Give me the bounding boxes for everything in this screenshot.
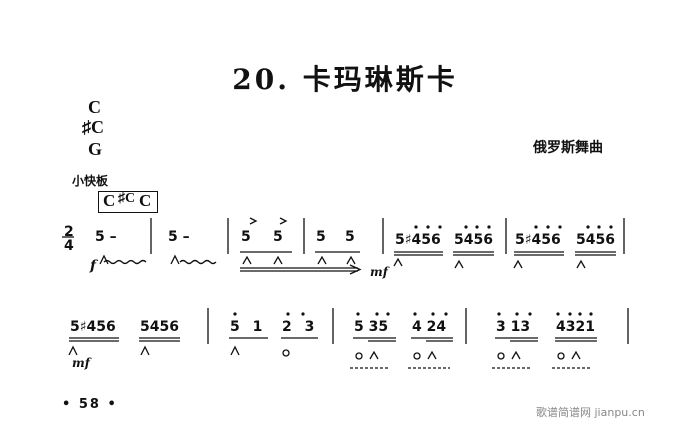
sys2-measure2-a: 5 1 (230, 319, 263, 335)
sys1-measure5-a: 5♯456 (395, 232, 441, 248)
tuning-2: ♯C (82, 117, 104, 137)
page-title: 20. 卡玛琳斯卡 (232, 63, 458, 96)
watermark: 歌谱简谱网 jianpu.cn (536, 406, 645, 419)
time-sig-bottom: 4 (64, 238, 74, 254)
chord-box (98, 191, 158, 213)
tuning-1: C (88, 97, 101, 117)
sys1-measure5-b: 5456 (454, 232, 493, 248)
dynamic-f: f (90, 258, 97, 274)
time-sig-top: 2 (64, 224, 74, 240)
sys2-measure3-a: 5 35 (354, 319, 389, 335)
sys1-measure6-b: 5456 (576, 232, 615, 248)
sys1-measure3-a: 5 (241, 229, 251, 245)
chord-3: C (139, 191, 152, 210)
sys1-measure2: 5 – (168, 229, 190, 245)
sys2-measure3-b: 4 24 (412, 319, 447, 335)
sys1-measure4-a: 5 (316, 229, 326, 245)
sys1-measure1: 5 – (95, 229, 117, 245)
sys2-measure4-b: 4321 (556, 319, 595, 335)
sys2-measure1-b: 5456 (140, 319, 179, 335)
sys1-measure4-b: 5 (345, 229, 355, 245)
chord-1: C (103, 191, 116, 210)
sys1-measure3-b: 5 (273, 229, 283, 245)
sys1-measure6-a: 5♯456 (515, 232, 561, 248)
sys2-measure2-b: 2 3 (282, 319, 315, 335)
dynamic-mf-2: mf (72, 356, 90, 370)
dynamic-mf-1: mf (370, 265, 388, 279)
sys2-measure1-a: 5♯456 (70, 319, 116, 335)
tuning-3: G (88, 139, 103, 159)
origin-label: 俄罗斯舞曲 (533, 140, 603, 156)
tempo-marking: 小快板 (72, 174, 109, 188)
page-number: • 58 • (62, 397, 118, 412)
chord-2: ♯C (118, 191, 136, 206)
sys2-measure4-a: 3 13 (496, 319, 531, 335)
